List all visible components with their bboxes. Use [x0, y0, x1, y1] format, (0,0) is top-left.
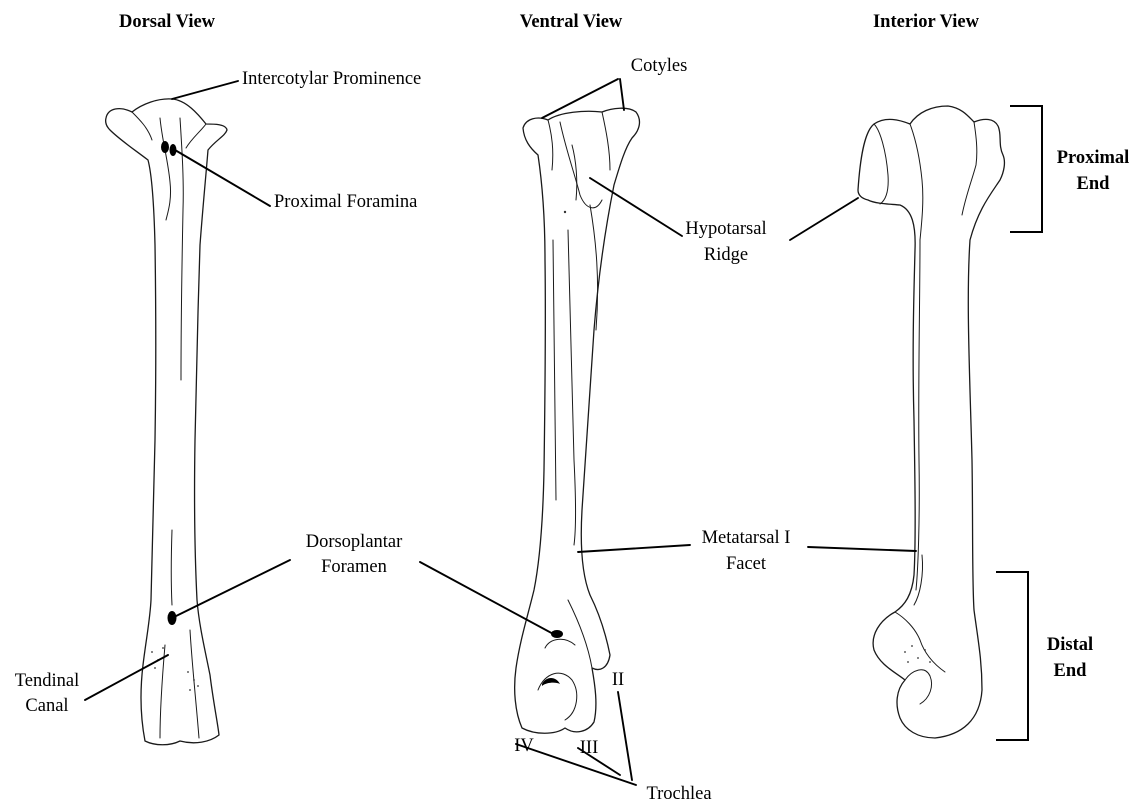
metatarsal-facet-label-line2: Facet — [726, 554, 767, 574]
distal-end-label-line2: End — [1054, 661, 1088, 681]
trochlea-iii-label: III — [580, 738, 598, 758]
tendinal-canal-label-line1: Tendinal — [15, 671, 79, 691]
proximal-end-bracket — [1010, 106, 1042, 232]
trochlea-ii-label: II — [612, 670, 624, 690]
interior-view-title: Interior View — [873, 12, 980, 32]
hypotarsal-ridge-label-line2: Ridge — [704, 245, 748, 265]
distal-end-bracket — [996, 572, 1028, 740]
tendinal-canal-label-line2: Canal — [25, 696, 68, 716]
dorsal-bone-drawing — [106, 99, 227, 745]
proximal-foramina-label: Proximal Foramina — [274, 192, 417, 212]
distal-end-label-line1: Distal — [1047, 635, 1093, 655]
trochlea-iv-label: IV — [514, 736, 534, 756]
dorsoplantar-foramen-label-line1: Dorsoplantar — [306, 532, 403, 552]
intercotylar-prominence-label: Intercotylar Prominence — [242, 69, 421, 89]
dorsoplantar-foramen-label-line2: Foramen — [321, 557, 387, 577]
interior-bone-drawing — [858, 106, 1004, 738]
proximal-end-label-line1: Proximal — [1057, 148, 1130, 168]
metatarsal-facet-label-line1: Metatarsal I — [702, 528, 791, 548]
dorsal-view-title: Dorsal View — [119, 12, 216, 32]
proximal-end-label-line2: End — [1077, 174, 1111, 194]
ventral-bone-drawing — [515, 108, 640, 733]
ventral-view-title: Ventral View — [520, 12, 623, 32]
hypotarsal-ridge-label-line1: Hypotarsal — [685, 219, 766, 239]
trochlea-label: Trochlea — [646, 784, 711, 804]
proximal-foramen-hole-left — [161, 141, 169, 153]
cotyles-label: Cotyles — [631, 56, 688, 76]
